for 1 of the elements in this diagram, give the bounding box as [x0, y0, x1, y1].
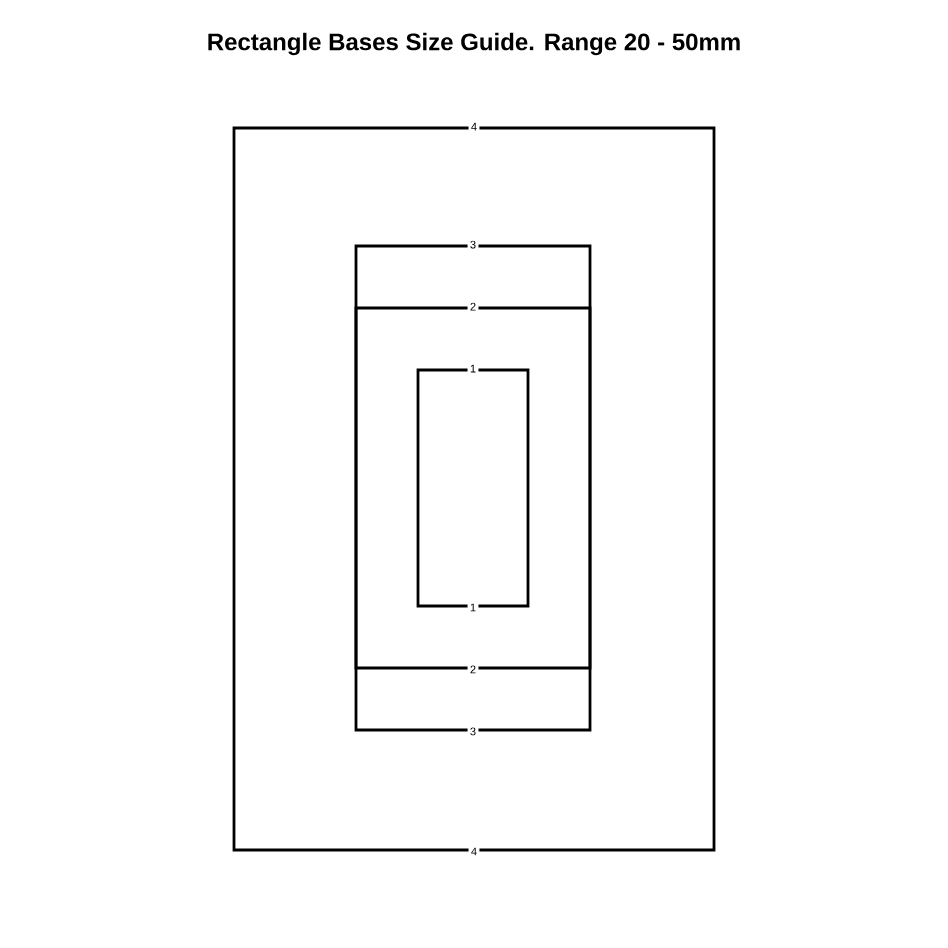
title: Rectangle Bases Size Guide. Range 20 - 50mm: [208, 32, 740, 56]
